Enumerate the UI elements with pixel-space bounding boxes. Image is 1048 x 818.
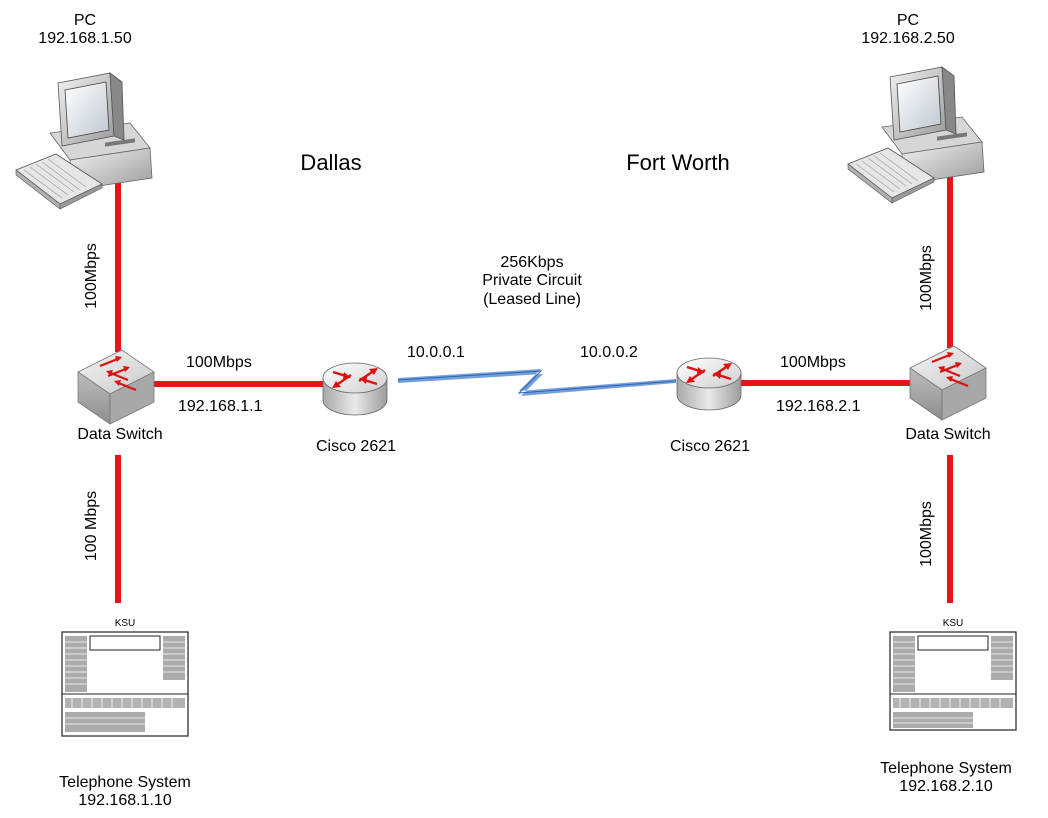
right-pc-name: PC	[861, 12, 954, 30]
link-left-switch-router-speed: 100Mbps	[186, 354, 252, 372]
right-router-wan-ip: 10.0.0.2	[580, 344, 638, 362]
wan-type: Private Circuit	[482, 272, 582, 290]
link-right-switch-router-speed: 100Mbps	[780, 354, 846, 372]
wan-link	[398, 369, 676, 396]
switch-icon	[910, 346, 986, 420]
right-ksu-tag: KSU	[943, 618, 964, 630]
left-phone-system-label: Telephone System 192.168.1.10	[59, 774, 191, 811]
pc-icon	[16, 73, 152, 209]
left-switch-name: Data Switch	[77, 426, 162, 444]
left-ksu-tag: KSU	[115, 618, 136, 630]
left-pc-label: PC 192.168.1.50	[38, 12, 131, 49]
ksu-icon	[62, 632, 188, 736]
link-left-switch-router-ip: 192.168.1.1	[178, 398, 263, 416]
router-icon	[677, 358, 741, 410]
wan-circuit-label: 256Kbps Private Circuit (Leased Line)	[482, 254, 582, 309]
left-pc-name: PC	[38, 12, 131, 30]
right-phone-system-ip: 192.168.2.10	[880, 778, 1012, 796]
right-pc-label: PC 192.168.2.50	[861, 12, 954, 49]
right-pc-ip: 192.168.2.50	[861, 30, 954, 48]
link-left-switch-phone-speed: 100 Mbps	[83, 491, 101, 561]
wan-speed: 256Kbps	[482, 254, 582, 272]
left-phone-system-name: Telephone System	[59, 774, 191, 792]
wan-type-note: (Leased Line)	[482, 291, 582, 309]
link-right-switch-router-ip: 192.168.2.1	[776, 398, 861, 416]
pc-icon	[848, 67, 984, 203]
link-left-pc-switch-speed: 100Mbps	[83, 243, 101, 309]
link-right-switch-phone-speed: 100Mbps	[918, 501, 936, 567]
site-name-dallas: Dallas	[300, 150, 361, 175]
switch-icon	[78, 350, 154, 424]
link-right-pc-switch-speed: 100Mbps	[918, 245, 936, 311]
left-router-wan-ip: 10.0.0.1	[407, 344, 465, 362]
right-phone-system-label: Telephone System 192.168.2.10	[880, 760, 1012, 797]
left-phone-system-ip: 192.168.1.10	[59, 792, 191, 810]
site-name-fort-worth: Fort Worth	[626, 150, 730, 175]
router-icon	[323, 363, 387, 415]
right-router-name: Cisco 2621	[670, 438, 750, 456]
left-router-name: Cisco 2621	[316, 438, 396, 456]
left-pc-ip: 192.168.1.50	[38, 30, 131, 48]
ksu-icon	[890, 632, 1016, 730]
right-switch-name: Data Switch	[905, 426, 990, 444]
right-phone-system-name: Telephone System	[880, 760, 1012, 778]
